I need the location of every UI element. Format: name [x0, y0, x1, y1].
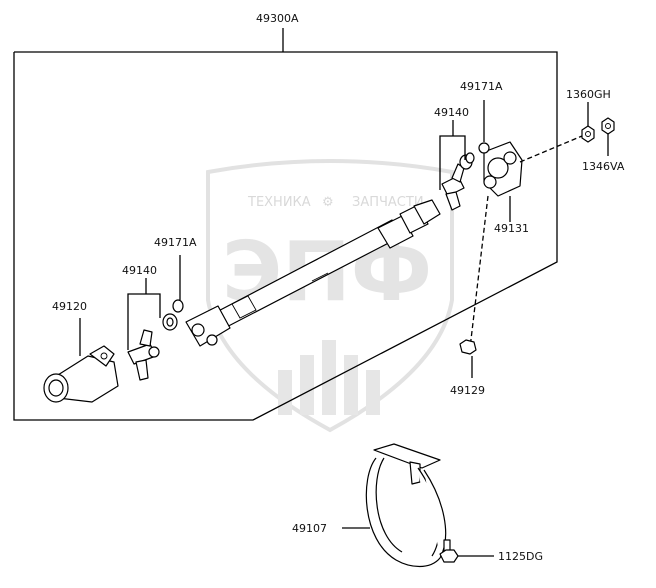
watermark-wheat-icon	[278, 340, 380, 415]
label-cross-left: 49140	[122, 264, 157, 277]
label-cross-right: 49140	[434, 106, 469, 119]
yoke-left	[43, 318, 119, 403]
watermark: ТЕХНИКА ЗАПЧАСТИ ⚙ ЭПФ	[206, 159, 454, 433]
label-yoke-left: 49120	[52, 300, 87, 313]
label-assembly: 49300A	[256, 12, 299, 25]
watermark-text-right: ЗАПЧАСТИ	[352, 195, 424, 210]
yoke-right	[483, 141, 523, 222]
label-bracket-bolt: 1125DG	[498, 550, 543, 563]
bracket-bolt	[439, 539, 494, 563]
bolt-yoke	[459, 195, 489, 378]
label-bearing-right: 49171A	[460, 80, 503, 93]
label-bracket: 49107	[292, 522, 327, 535]
assembly-frame	[13, 28, 558, 421]
watermark-shield-icon	[206, 159, 454, 433]
label-bolt-yoke: 49129	[450, 384, 485, 397]
nut-washer-top	[519, 102, 615, 163]
label-yoke-right: 49131	[494, 222, 529, 235]
cross-right	[439, 100, 490, 211]
bracket	[342, 443, 447, 568]
cross-left	[127, 255, 184, 381]
watermark-gear-icon: ⚙	[322, 195, 334, 210]
label-nut-top: 1360GH	[566, 88, 611, 101]
propeller-shaft	[185, 199, 441, 347]
label-bearing-left: 49171A	[154, 236, 197, 249]
watermark-text-left: ТЕХНИКА	[247, 195, 311, 210]
label-washer-top: 1346VA	[582, 160, 625, 173]
